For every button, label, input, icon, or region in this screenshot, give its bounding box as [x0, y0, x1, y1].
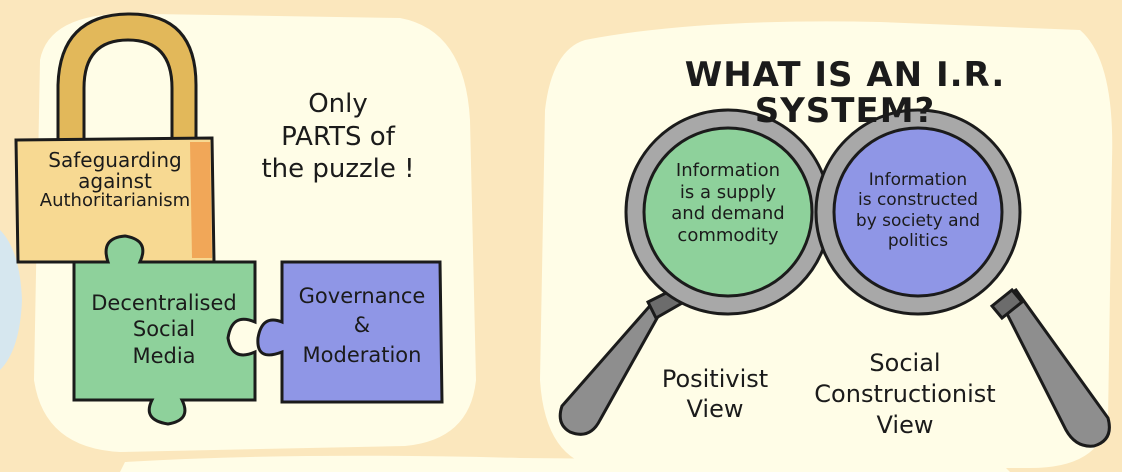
piece-left-label: Decentralised Social Media — [74, 290, 254, 369]
lock-label: Safeguarding against Authoritarianism — [20, 150, 210, 211]
lens-left-line-2: is a supply — [679, 181, 777, 203]
bottom-card — [120, 455, 1010, 472]
caption-left-line-1: Positivist — [661, 365, 769, 393]
caption-positivist: Positivist View — [640, 364, 790, 424]
magnifier-right-icon — [814, 108, 1111, 448]
lens-left-line-4: commodity — [677, 224, 779, 246]
lens-right-line-4: politics — [887, 231, 949, 252]
piece-right-line-2: & — [353, 313, 371, 338]
lock-line-2: against — [78, 169, 152, 193]
piece-left-line-1: Decentralised — [91, 291, 237, 315]
lens-right-line-1: Information — [868, 170, 968, 190]
puzzle-note: Only PARTS of the puzzle ! — [238, 88, 438, 186]
lens-right-line-3: by society and — [855, 210, 981, 231]
note-line-3: the puzzle ! — [261, 154, 415, 184]
caption-right-line-3: View — [876, 411, 934, 440]
caption-left-line-2: View — [686, 395, 744, 423]
piece-left-line-2: Social — [132, 317, 196, 342]
caption-right-line-1: Social — [869, 349, 941, 377]
edge-blob — [0, 230, 22, 370]
magnifier-left-icon — [558, 108, 832, 436]
caption-constructionist: Social Constructionist View — [800, 348, 1010, 442]
note-line-2: PARTS of — [281, 121, 395, 152]
lock-line-1: Safeguarding — [48, 148, 182, 172]
piece-right-label: Governance & Moderation — [282, 282, 442, 370]
piece-right-line-3: Moderation — [302, 342, 422, 367]
lens-right-text: Information is constructed by society an… — [838, 170, 998, 252]
caption-right-line-2: Constructionist — [814, 380, 996, 409]
page-title: WHAT IS AN I.R. SYSTEM? — [684, 55, 1006, 131]
lens-left-text: Information is a supply and demand commo… — [652, 160, 804, 246]
piece-left-line-3: Media — [132, 343, 196, 368]
note-line-1: Only — [308, 89, 368, 119]
lens-right-line-2: is constructed — [857, 190, 979, 211]
lock-line-3: Authoritarianism — [39, 190, 191, 211]
puzzle-piece-blue — [256, 260, 444, 404]
puzzle-piece-green — [72, 234, 257, 426]
lens-left-line-1: Information — [675, 160, 781, 181]
padlock-icon — [14, 12, 444, 426]
piece-right-line-1: Governance — [298, 284, 426, 308]
lens-left-line-3: and demand — [671, 203, 785, 225]
